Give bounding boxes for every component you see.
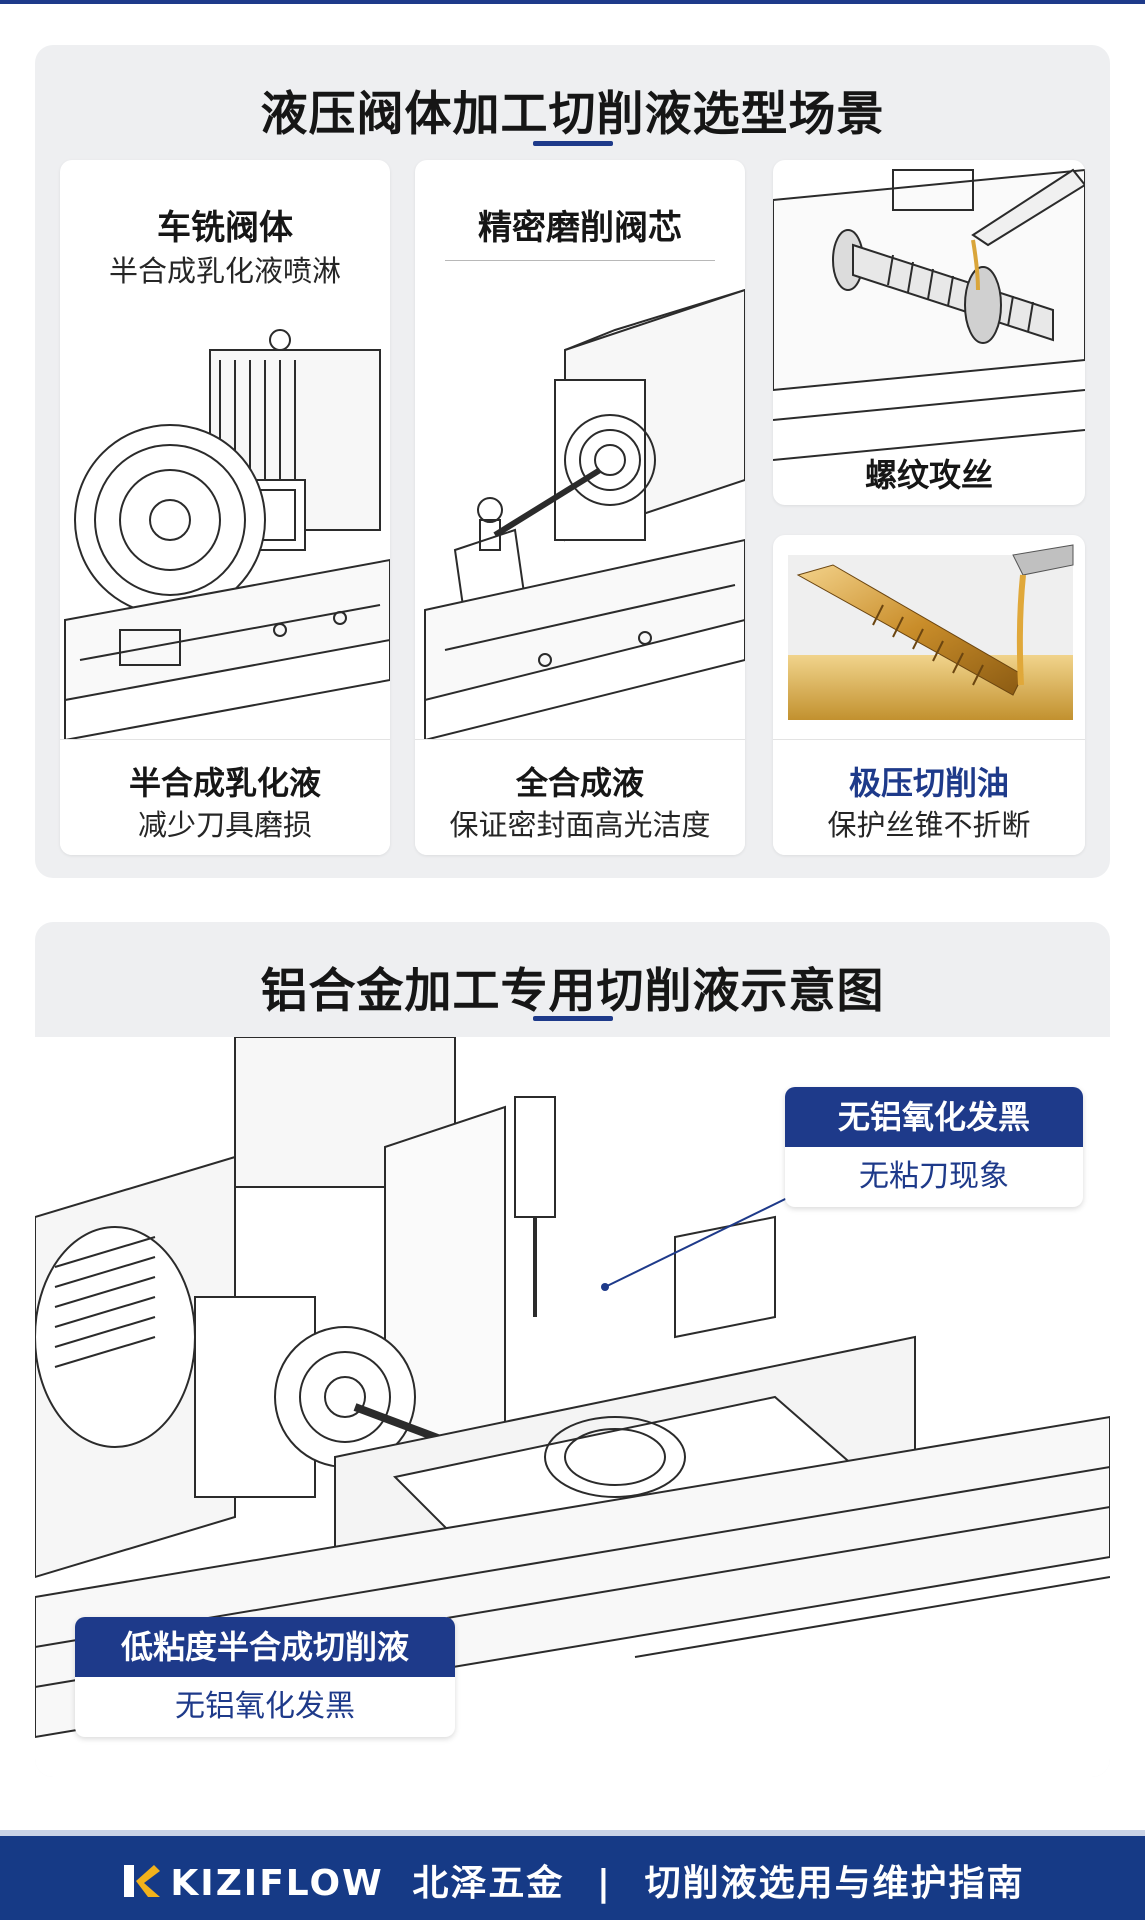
title-underline <box>532 141 613 146</box>
top-accent-line <box>0 0 1145 4</box>
card-extreme-pressure-oil: 极压切削油 保护丝锥不折断 <box>773 535 1085 855</box>
golden-tap-oil-illustration <box>788 544 1074 720</box>
caption: 半合成乳化液 减少刀具磨损 <box>60 739 390 855</box>
caption-title: 全合成液 <box>515 764 644 802</box>
company-name: 北泽五金 <box>412 1863 565 1904</box>
footer-separator: | <box>596 1863 613 1904</box>
caption-subtitle: 保护丝锥不折断 <box>827 808 1031 842</box>
aluminum-section: 铝合金加工专用切削液示意图 <box>35 922 1110 1777</box>
card-title: 精密磨削阀芯 <box>478 208 682 248</box>
footer-banner: KIZIFLOW 北泽五金 | 切削液选用与维护指南 <box>0 1830 1145 1920</box>
callout-heading: 无铝氧化发黑 <box>785 1087 1083 1147</box>
card-label: 螺纹攻丝 <box>864 456 993 494</box>
title-underline <box>532 1016 613 1021</box>
footer-text: KIZIFLOW 北泽五金 | 切削液选用与维护指南 <box>0 1854 1145 1908</box>
footer-tagline: 切削液选用与维护指南 <box>644 1863 1025 1904</box>
section-title: 铝合金加工专用切削液示意图 <box>260 964 885 1019</box>
callout-body: 无铝氧化发黑 <box>175 1689 355 1724</box>
caption-title: 半合成乳化液 <box>128 764 321 802</box>
divider <box>445 260 715 261</box>
caption-subtitle: 保证密封面高光洁度 <box>449 808 711 842</box>
callout-low-viscosity: 低粘度半合成切削液 无铝氧化发黑 <box>75 1617 455 1737</box>
footer-stripe <box>0 1830 1145 1836</box>
valve-body-section: 液压阀体加工切削液选型场景 车铣阀体 半合成乳化液喷淋 <box>35 45 1110 878</box>
callout-body: 无粘刀现象 <box>859 1159 1009 1194</box>
card-precision-grinding: 精密磨削阀芯 全合成液 保证密封面高光 <box>415 160 745 855</box>
card-subtitle: 半合成乳化液喷淋 <box>108 254 341 288</box>
card-title: 车铣阀体 <box>157 208 293 248</box>
callout-no-oxidation: 无铝氧化发黑 无粘刀现象 <box>785 1087 1083 1207</box>
caption: 极压切削油 保护丝锥不折断 <box>773 739 1085 855</box>
caption-title: 极压切削油 <box>848 764 1009 802</box>
kiziflow-logo-icon <box>120 1863 161 1908</box>
card-thread-tapping: 螺纹攻丝 <box>773 160 1085 505</box>
section-title: 液压阀体加工切削液选型场景 <box>260 87 885 142</box>
tap-screw-illustration <box>773 168 1085 461</box>
caption-subtitle: 减少刀具磨损 <box>137 808 312 842</box>
callout-heading: 低粘度半合成切削液 <box>75 1617 455 1677</box>
lathe-motor-illustration <box>64 329 390 742</box>
card-turning-valve-body: 车铣阀体 半合成乳化液喷淋 <box>60 160 390 855</box>
caption: 全合成液 保证密封面高光洁度 <box>415 739 745 855</box>
brand-name: KIZIFLOW <box>170 1863 384 1904</box>
grinding-machine-illustration <box>424 288 745 742</box>
